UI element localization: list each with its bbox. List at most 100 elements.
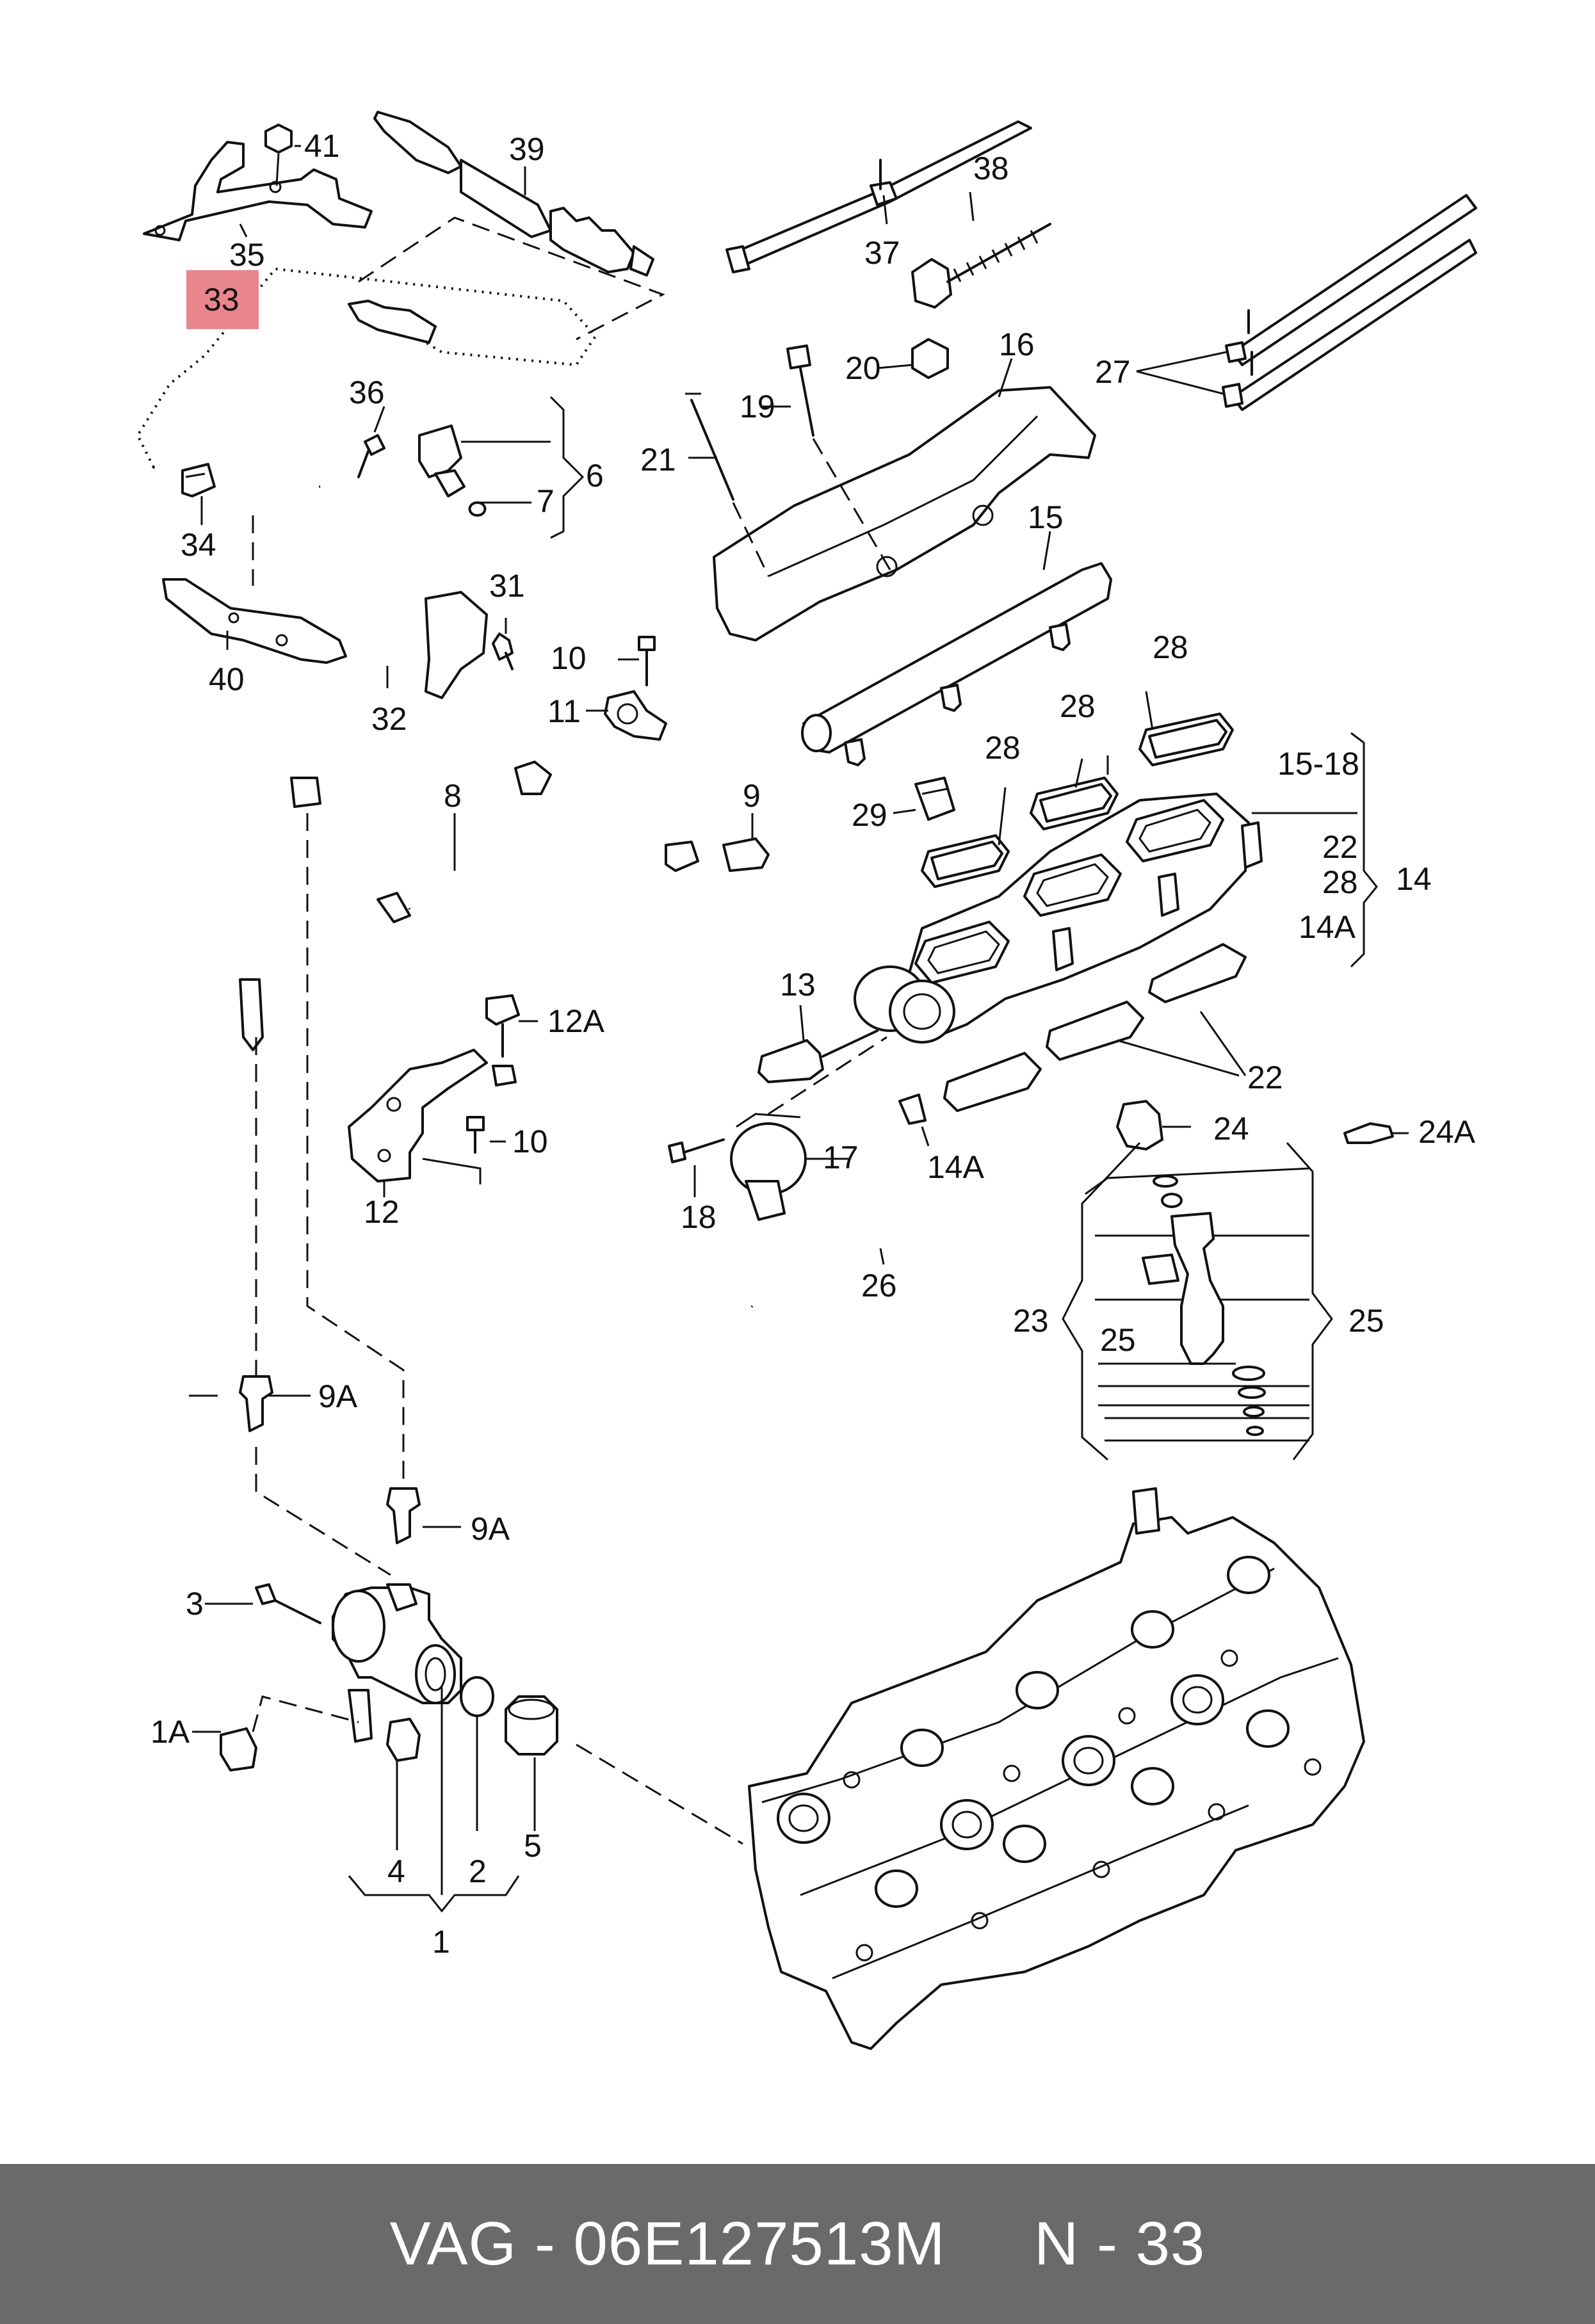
label-24: 24 <box>1213 1111 1249 1147</box>
label-40: 40 <box>209 661 245 697</box>
guide-line <box>576 1743 743 1845</box>
label-21: 21 <box>640 442 676 478</box>
guide-line <box>422 1158 482 1184</box>
stud-21 <box>685 392 734 501</box>
label-2: 2 <box>469 1853 487 1889</box>
intake-manifold-14 <box>908 793 1263 1038</box>
label-31: 31 <box>489 568 525 604</box>
label-9a-left: 9A <box>318 1378 358 1414</box>
guide-line <box>252 1695 359 1732</box>
bolt-19 <box>786 344 814 437</box>
ring-7 <box>468 501 487 517</box>
cable-tie-27 <box>1222 194 1477 411</box>
label-25-a: 25 <box>1100 1322 1136 1358</box>
gasket-22 <box>943 943 1247 1112</box>
pump-1 <box>332 1583 462 1743</box>
fuel-rail-15 <box>801 562 1112 766</box>
bolt-12a <box>485 994 520 1086</box>
label-3: 3 <box>186 1586 204 1622</box>
nut-20 <box>911 338 949 379</box>
brace-1 <box>348 1875 520 1913</box>
bracket-12 <box>348 1049 488 1182</box>
fitting-9a-left <box>239 1375 273 1432</box>
label-22-b: 22 <box>1247 1060 1283 1095</box>
injector-group <box>1085 1167 1310 1442</box>
bracket-40 <box>162 578 347 664</box>
guide-line <box>358 216 665 341</box>
gasket-28 <box>921 834 1010 888</box>
fitting-9a-right <box>386 1487 421 1544</box>
cable-tie-37 <box>725 120 1032 273</box>
ring-2 <box>460 1676 494 1717</box>
sleeve-29 <box>914 777 955 821</box>
bolt-36 <box>357 434 385 478</box>
label-17: 17 <box>823 1140 859 1175</box>
guide-line <box>255 1447 391 1576</box>
hose-26 <box>750 1093 927 1308</box>
bolt-10-bottom <box>466 1116 485 1154</box>
label-10-bottom: 10 <box>512 1124 548 1159</box>
line-32 <box>290 476 488 808</box>
connector-34 <box>181 463 216 497</box>
cylinder-head <box>748 1487 1365 2050</box>
bracket-35 <box>143 141 373 241</box>
sensor-39 <box>373 111 654 277</box>
gasket-28 <box>1030 777 1119 830</box>
label-35: 35 <box>229 237 265 273</box>
brace-25 <box>1286 1142 1333 1460</box>
label-10-top: 10 <box>551 640 587 676</box>
label-38: 38 <box>973 150 1009 186</box>
label-6: 6 <box>586 458 604 494</box>
label-19: 19 <box>740 389 775 424</box>
label-15-18: 15-18 <box>1277 746 1359 782</box>
label-9: 9 <box>743 778 761 814</box>
label-39: 39 <box>509 131 545 167</box>
sensor-6 <box>418 424 466 497</box>
clip-38 <box>911 223 1051 309</box>
label-4: 4 <box>387 1853 405 1889</box>
label-14a-a: 14A <box>1299 909 1356 945</box>
label-24a: 24A <box>1418 1114 1476 1150</box>
label-41: 41 <box>304 128 340 164</box>
plug-4 <box>386 1718 421 1762</box>
fuel-line-33 <box>130 262 604 471</box>
guide-line <box>768 1036 887 1115</box>
label-12a: 12A <box>547 1003 605 1039</box>
bracket-16 <box>713 386 1096 642</box>
clip-24a <box>1343 1122 1394 1144</box>
label-18: 18 <box>681 1199 717 1235</box>
plug-1a <box>220 1727 257 1771</box>
label-29: 29 <box>852 797 887 833</box>
union-9 <box>722 837 770 872</box>
sensor-13 <box>757 1029 878 1083</box>
guide-line <box>732 502 770 577</box>
throttle-body-14a <box>854 965 955 1044</box>
label-14: 14 <box>1396 861 1432 897</box>
line-8 <box>239 761 699 1051</box>
label-15: 15 <box>1028 499 1064 535</box>
label-1a: 1A <box>150 1714 190 1750</box>
brace-23 <box>1062 1142 1141 1461</box>
clip-24 <box>1116 1100 1163 1150</box>
label-8: 8 <box>444 778 462 814</box>
label-34: 34 <box>181 527 216 563</box>
label-25-b: 25 <box>1348 1303 1384 1339</box>
label-1: 1 <box>432 1924 450 1960</box>
label-36: 36 <box>349 375 385 410</box>
label-37: 37 <box>864 235 900 271</box>
label-14a-b: 14A <box>927 1149 985 1185</box>
cap-5 <box>505 1695 558 1755</box>
label-28-c: 28 <box>985 730 1021 766</box>
bolt-10-top <box>638 636 656 686</box>
label-9a-right: 9A <box>471 1511 510 1547</box>
label-32: 32 <box>371 701 407 737</box>
label-28-d: 28 <box>1322 864 1358 900</box>
label-22-a: 22 <box>1322 829 1358 865</box>
label-28-b: 28 <box>1060 688 1096 724</box>
bolt-3 <box>255 1583 321 1624</box>
sensor-31 <box>492 633 514 670</box>
part-number-caption: VAG - 06E127513M N - 33 <box>389 2209 1206 2278</box>
leader-lines <box>189 145 1409 1733</box>
label-11: 11 <box>547 693 581 729</box>
label-16: 16 <box>999 327 1035 362</box>
